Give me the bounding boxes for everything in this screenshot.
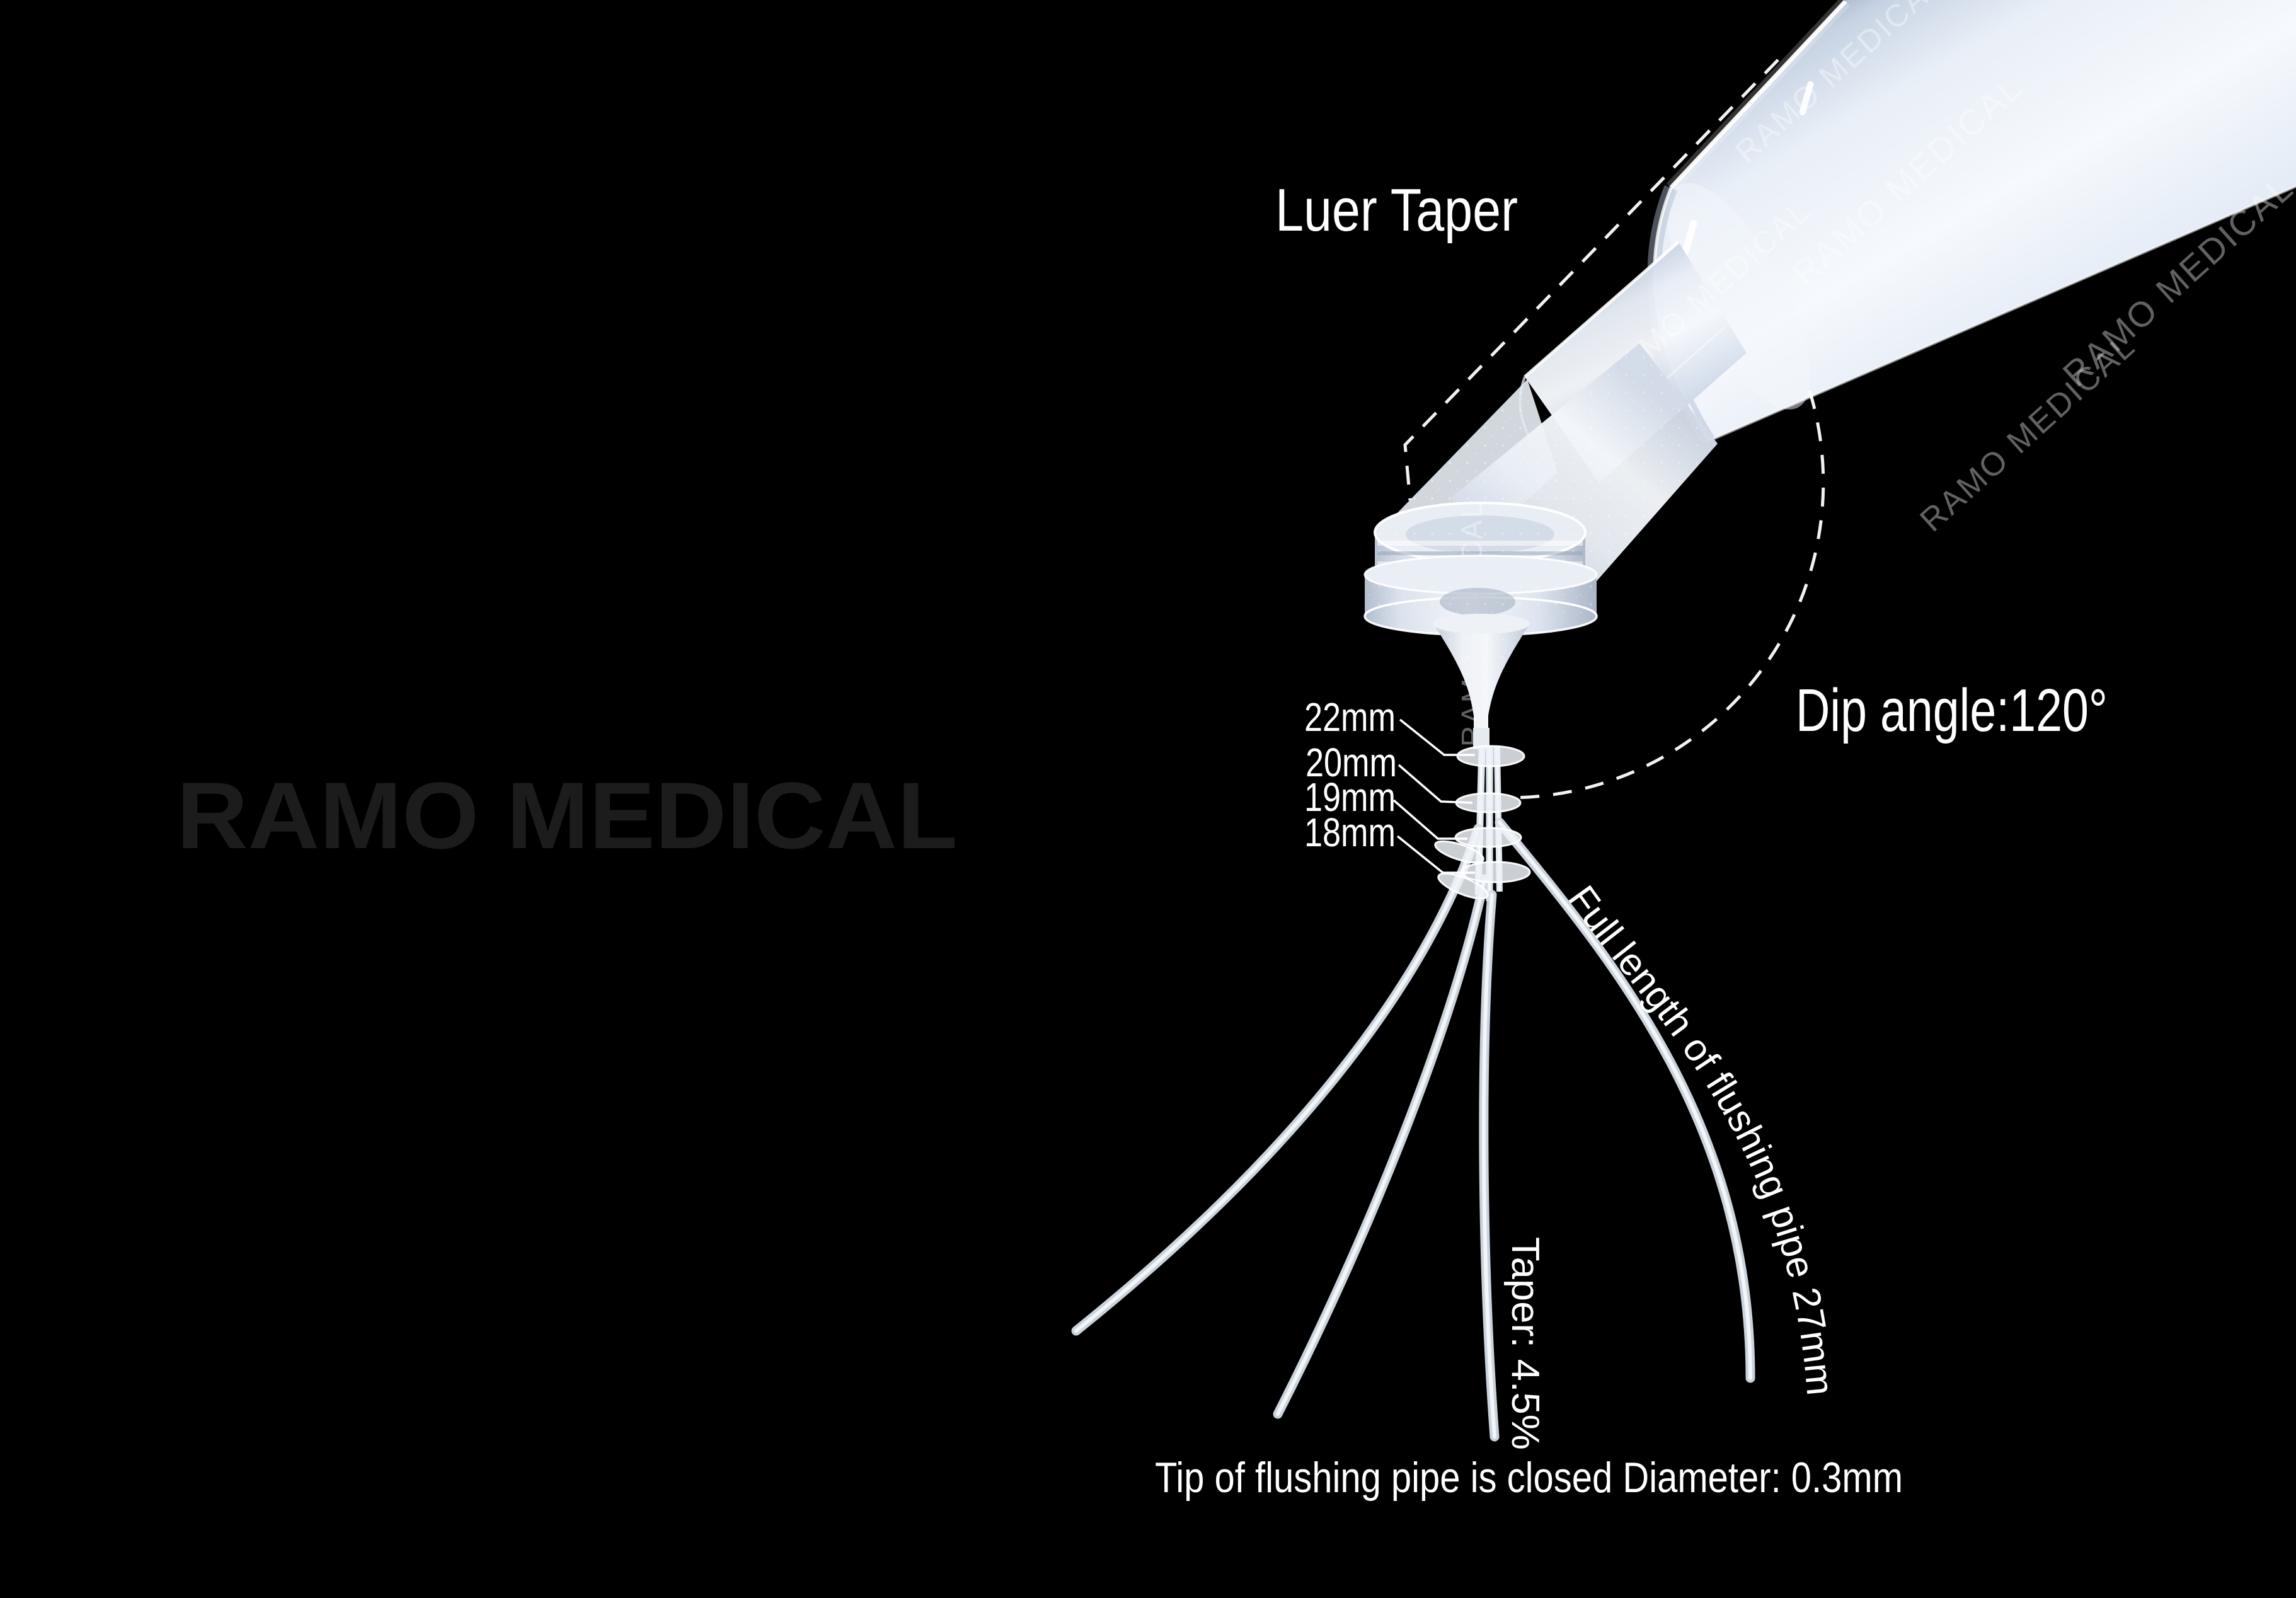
leader-line-22mm <box>1399 718 1475 756</box>
flushing-pipe-center-highlight <box>1481 893 1496 1439</box>
ring-side-pipe <box>1434 840 1484 864</box>
barrel-inner-highlight <box>1667 183 1811 410</box>
ring-19mm <box>1454 827 1522 848</box>
background-watermark: RAMO MEDICAL <box>176 762 958 868</box>
measurement-label-22mm: 22mm <box>1304 694 1396 740</box>
device: RAMO MEDICAL RAMO MEDICAL RAMO MEDICAL R… <box>1071 0 2296 1442</box>
flushing-pipe-mid-left-highlight <box>1276 877 1486 1416</box>
measurement-label-18mm: 18mm <box>1304 810 1396 855</box>
barrel-top-edge-highlight <box>1669 0 1847 190</box>
flushing-pipe-right-highlight <box>1498 820 1752 1380</box>
measurement-label-20mm: 20mm <box>1306 740 1397 785</box>
barrel-graduation-tick <box>1682 219 1697 256</box>
collar-edge-highlight <box>1524 241 1680 378</box>
nozzle-cone-sparkle <box>1433 624 1530 730</box>
leader-line-18mm <box>1396 835 1475 874</box>
taper-label: Taper: 4.5% <box>1503 1237 1547 1450</box>
barrel-bottom-edge-highlight <box>1708 185 2296 442</box>
measurement-label-19mm: 19mm <box>1304 774 1396 820</box>
dip-angle-label: Dip angle:120° <box>1796 677 2108 744</box>
luer-taper-label: Luer Taper <box>1275 176 1518 244</box>
luer-taper-dashed-line <box>1403 59 1779 501</box>
ring-side-pipe <box>1437 872 1489 900</box>
syringe-barrel <box>1654 0 2296 441</box>
flushing-pipe-left-highlight <box>1074 827 1480 1333</box>
dip-angle-arc <box>1510 390 1825 800</box>
leader-line-20mm <box>1398 764 1473 804</box>
flange-sparkle <box>1365 575 1597 616</box>
leader-line-19mm <box>1392 799 1467 840</box>
barrel-graduation-tick <box>1799 81 1814 116</box>
ring-22mm <box>1456 745 1525 767</box>
tip-caption: Tip of flushing pipe is closed Diameter:… <box>1155 1454 1903 1502</box>
